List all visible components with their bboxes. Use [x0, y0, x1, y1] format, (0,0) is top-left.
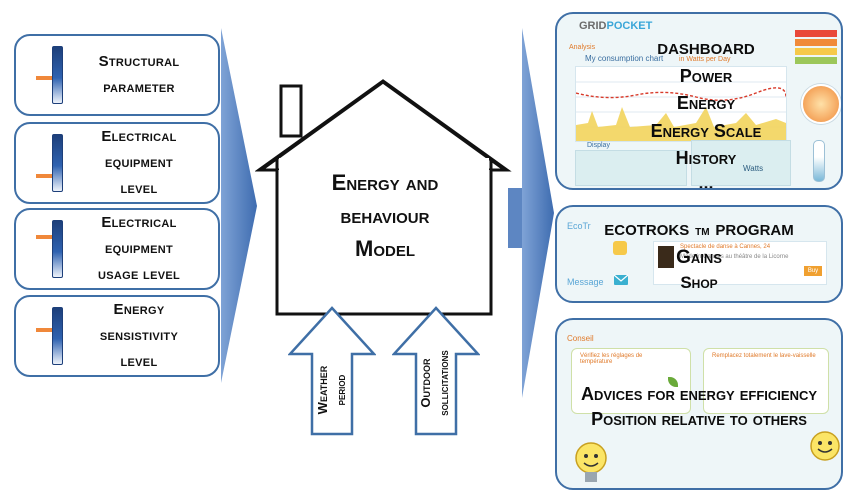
ecotroks-program-title: ecotroks TM program [604, 217, 794, 240]
level-bar [52, 307, 63, 365]
gridpocket-logo: GRIDPOCKET [579, 20, 653, 32]
program-item-gains: Gains [676, 247, 722, 268]
dashboard-item-energy: Energy [676, 93, 736, 113]
shop-item-title: Spectacle de danse à Cannes, 24 [680, 244, 771, 250]
output-flow-arrow [508, 28, 554, 398]
input-flow-arrow [221, 28, 257, 383]
stats-panel [691, 140, 791, 186]
advice-card-2-title: Remplacez totalement le lave-vaisselle [712, 353, 816, 359]
level-bar [52, 134, 63, 192]
advices-panel: Conseil Vérifiez les réglages de tempéra… [555, 318, 843, 490]
house-shape [255, 79, 512, 316]
analysis-tab: Analysis [569, 44, 596, 51]
level-bar [52, 46, 63, 104]
dashboard-item-power: Power [679, 66, 733, 86]
consumption-chart [575, 66, 787, 142]
coin-icon [613, 241, 627, 255]
dashboard-title: dashboard [657, 36, 755, 59]
bulb-mascot-icon [575, 442, 607, 482]
shop-item-card: Spectacle de danse à Cannes, 24 Made in … [653, 241, 827, 285]
leaf-icon [668, 377, 678, 387]
advice-card-1: Vérifiez les réglages de température [571, 348, 691, 414]
advice-card-1-title: Vérifiez les réglages de température [580, 353, 643, 365]
color-scale-widget [795, 30, 837, 70]
advice-card-2: Remplacez totalement le lave-vaisselle [703, 348, 829, 414]
smiley-icon [810, 431, 840, 461]
ecotroks-tab: EcoTr [567, 221, 591, 231]
dashboard-item-history: History [675, 148, 737, 168]
ecotroks-program-panel: EcoTr Message Spectacle de danse à Canne… [555, 205, 843, 303]
display-label: Display [587, 142, 610, 149]
envelope-icon [613, 274, 629, 285]
dashboard-panel: GRIDPOCKET Analysis My consumption chart… [555, 12, 843, 190]
display-panel [575, 150, 687, 186]
program-item-shop: Shop [680, 273, 718, 292]
shop-item-thumbnail [658, 246, 674, 268]
watts-label: Watts [743, 164, 764, 173]
level-bar [52, 220, 63, 278]
outdoor-up-arrow [392, 306, 480, 436]
dashboard-item-more: ... [698, 173, 714, 190]
chart-title: My consumption chart [585, 54, 664, 63]
chart-subtitle: in Watts per Day [679, 56, 731, 63]
gauge-icon [801, 84, 841, 124]
dashboard-item-energy-scale: Energy Scale [650, 121, 762, 141]
message-tab: Message [567, 277, 604, 287]
thermometer-icon [813, 140, 825, 182]
weather-up-arrow [288, 306, 376, 436]
buy-button[interactable]: Buy [804, 266, 822, 276]
conseil-tab: Conseil [567, 334, 594, 343]
position-relative-to-others: Position relative to others [591, 409, 807, 429]
shop-item-desc: Made in Cannes au théâtre de la Licorne [680, 254, 789, 260]
advices-energy-efficiency: Advices for energy efficiency [580, 384, 818, 404]
